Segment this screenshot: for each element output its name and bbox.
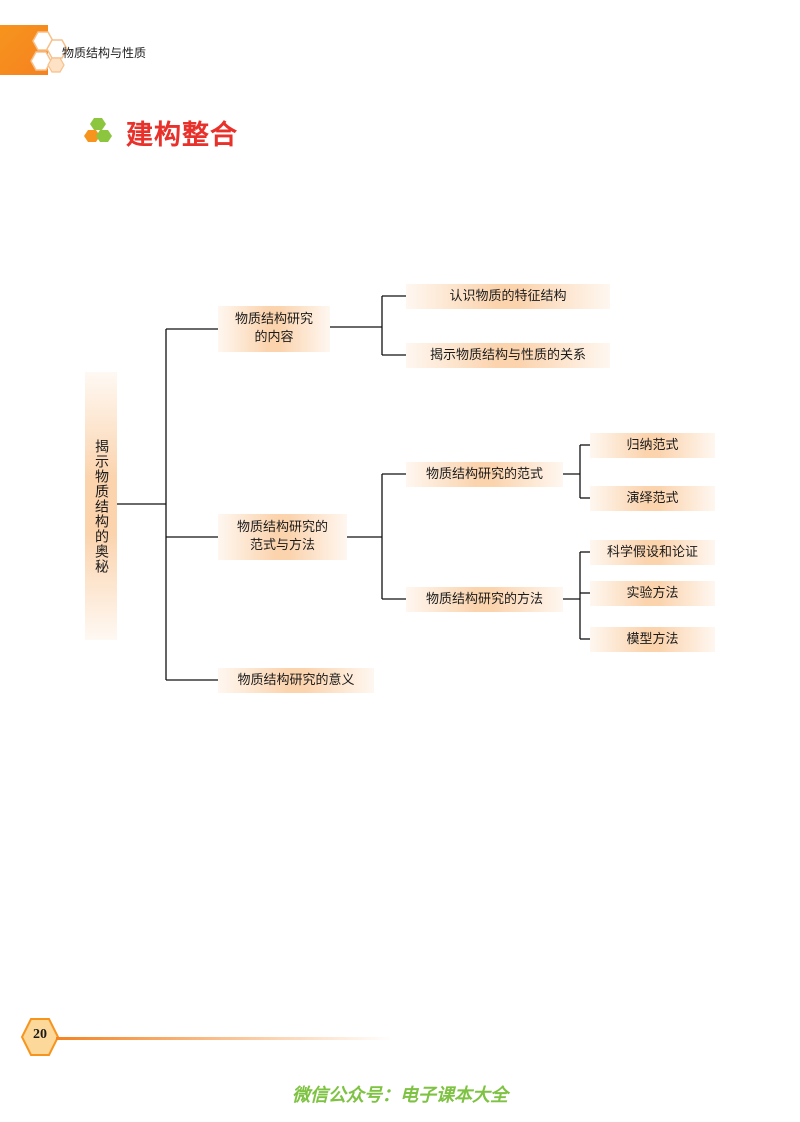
- branch-paradigm: 物质结构研究的 范式与方法: [218, 514, 347, 560]
- three-hexagon-icon: [84, 118, 112, 142]
- page-number-badge-icon: [20, 1018, 60, 1056]
- watermark-text: 微信公众号：电子课本大全: [292, 1085, 508, 1106]
- concept-mindmap: 揭示物质结构的奥秘 物质结构研究 的内容 认识物质的特征结构 揭示物质结构与性质…: [85, 284, 715, 693]
- method-label: 物质结构研究的方法: [406, 587, 563, 612]
- branch-content: 物质结构研究 的内容: [218, 306, 330, 352]
- branch-meaning: 物质结构研究的意义: [218, 668, 374, 693]
- paradigm-item-2: 演绎范式: [590, 486, 715, 511]
- footer-rule: [56, 1037, 392, 1040]
- honeycomb-logo-icon: [30, 31, 68, 73]
- section-title: 建构整合: [126, 120, 238, 151]
- content-item-1: 认识物质的特征结构: [406, 284, 610, 309]
- mindmap-root: 揭示物质结构的奥秘: [85, 372, 117, 640]
- page-number: 20: [33, 1027, 47, 1042]
- content-item-2: 揭示物质结构与性质的关系: [406, 343, 610, 368]
- book-title: 物质结构与性质: [62, 46, 147, 60]
- paradigm-label: 物质结构研究的范式: [406, 462, 563, 487]
- connector-lines: [116, 295, 590, 681]
- method-item-3: 模型方法: [590, 627, 715, 652]
- method-item-1: 科学假设和论证: [590, 540, 715, 565]
- method-item-2: 实验方法: [590, 581, 715, 606]
- paradigm-item-1: 归纳范式: [590, 433, 715, 458]
